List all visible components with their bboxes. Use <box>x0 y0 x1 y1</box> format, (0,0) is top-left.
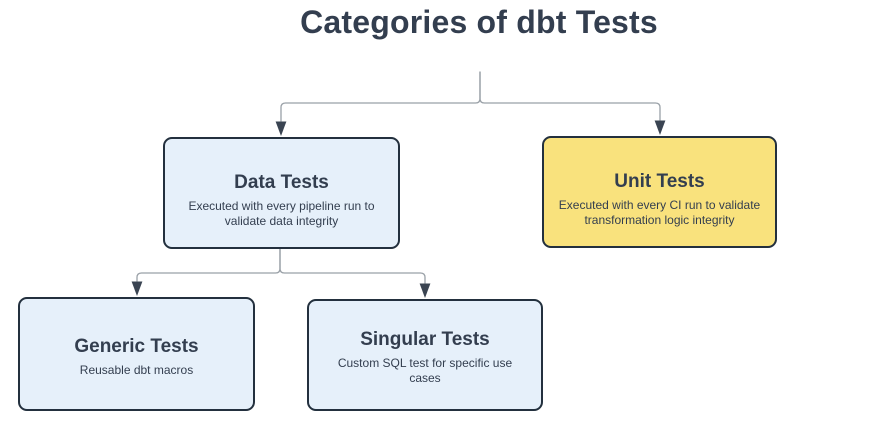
node-singular-tests: Singular Tests Custom SQL test for speci… <box>307 299 543 411</box>
node-data-tests-description: Executed with every pipeline run to vali… <box>188 198 375 229</box>
diagram-title: Categories of dbt Tests <box>300 4 658 40</box>
connector-root-to-unit-tests <box>479 71 661 121</box>
node-singular-tests-title: Singular Tests <box>360 328 490 350</box>
node-generic-tests: Generic Tests Reusable dbt macros <box>18 297 255 411</box>
node-unit-tests-description: Executed with every CI run to validate t… <box>558 197 761 228</box>
connector-data-to-singular-tests <box>279 248 426 284</box>
connector-root-to-data-tests <box>280 71 481 122</box>
connector-data-to-generic-tests <box>136 248 281 282</box>
arrowhead-unit-tests <box>654 120 666 135</box>
node-singular-tests-description: Custom SQL test for specific use cases <box>337 355 513 386</box>
node-unit-tests-title: Unit Tests <box>614 170 705 192</box>
arrowhead-singular-tests <box>419 283 431 298</box>
node-generic-tests-description: Reusable dbt macros <box>79 362 194 377</box>
node-data-tests-title: Data Tests <box>234 171 329 193</box>
node-generic-tests-title: Generic Tests <box>74 335 199 357</box>
arrowhead-data-tests <box>275 121 287 136</box>
arrowhead-generic-tests <box>131 281 143 296</box>
node-unit-tests: Unit Tests Executed with every CI run to… <box>542 136 777 248</box>
node-data-tests: Data Tests Executed with every pipeline … <box>163 137 400 249</box>
